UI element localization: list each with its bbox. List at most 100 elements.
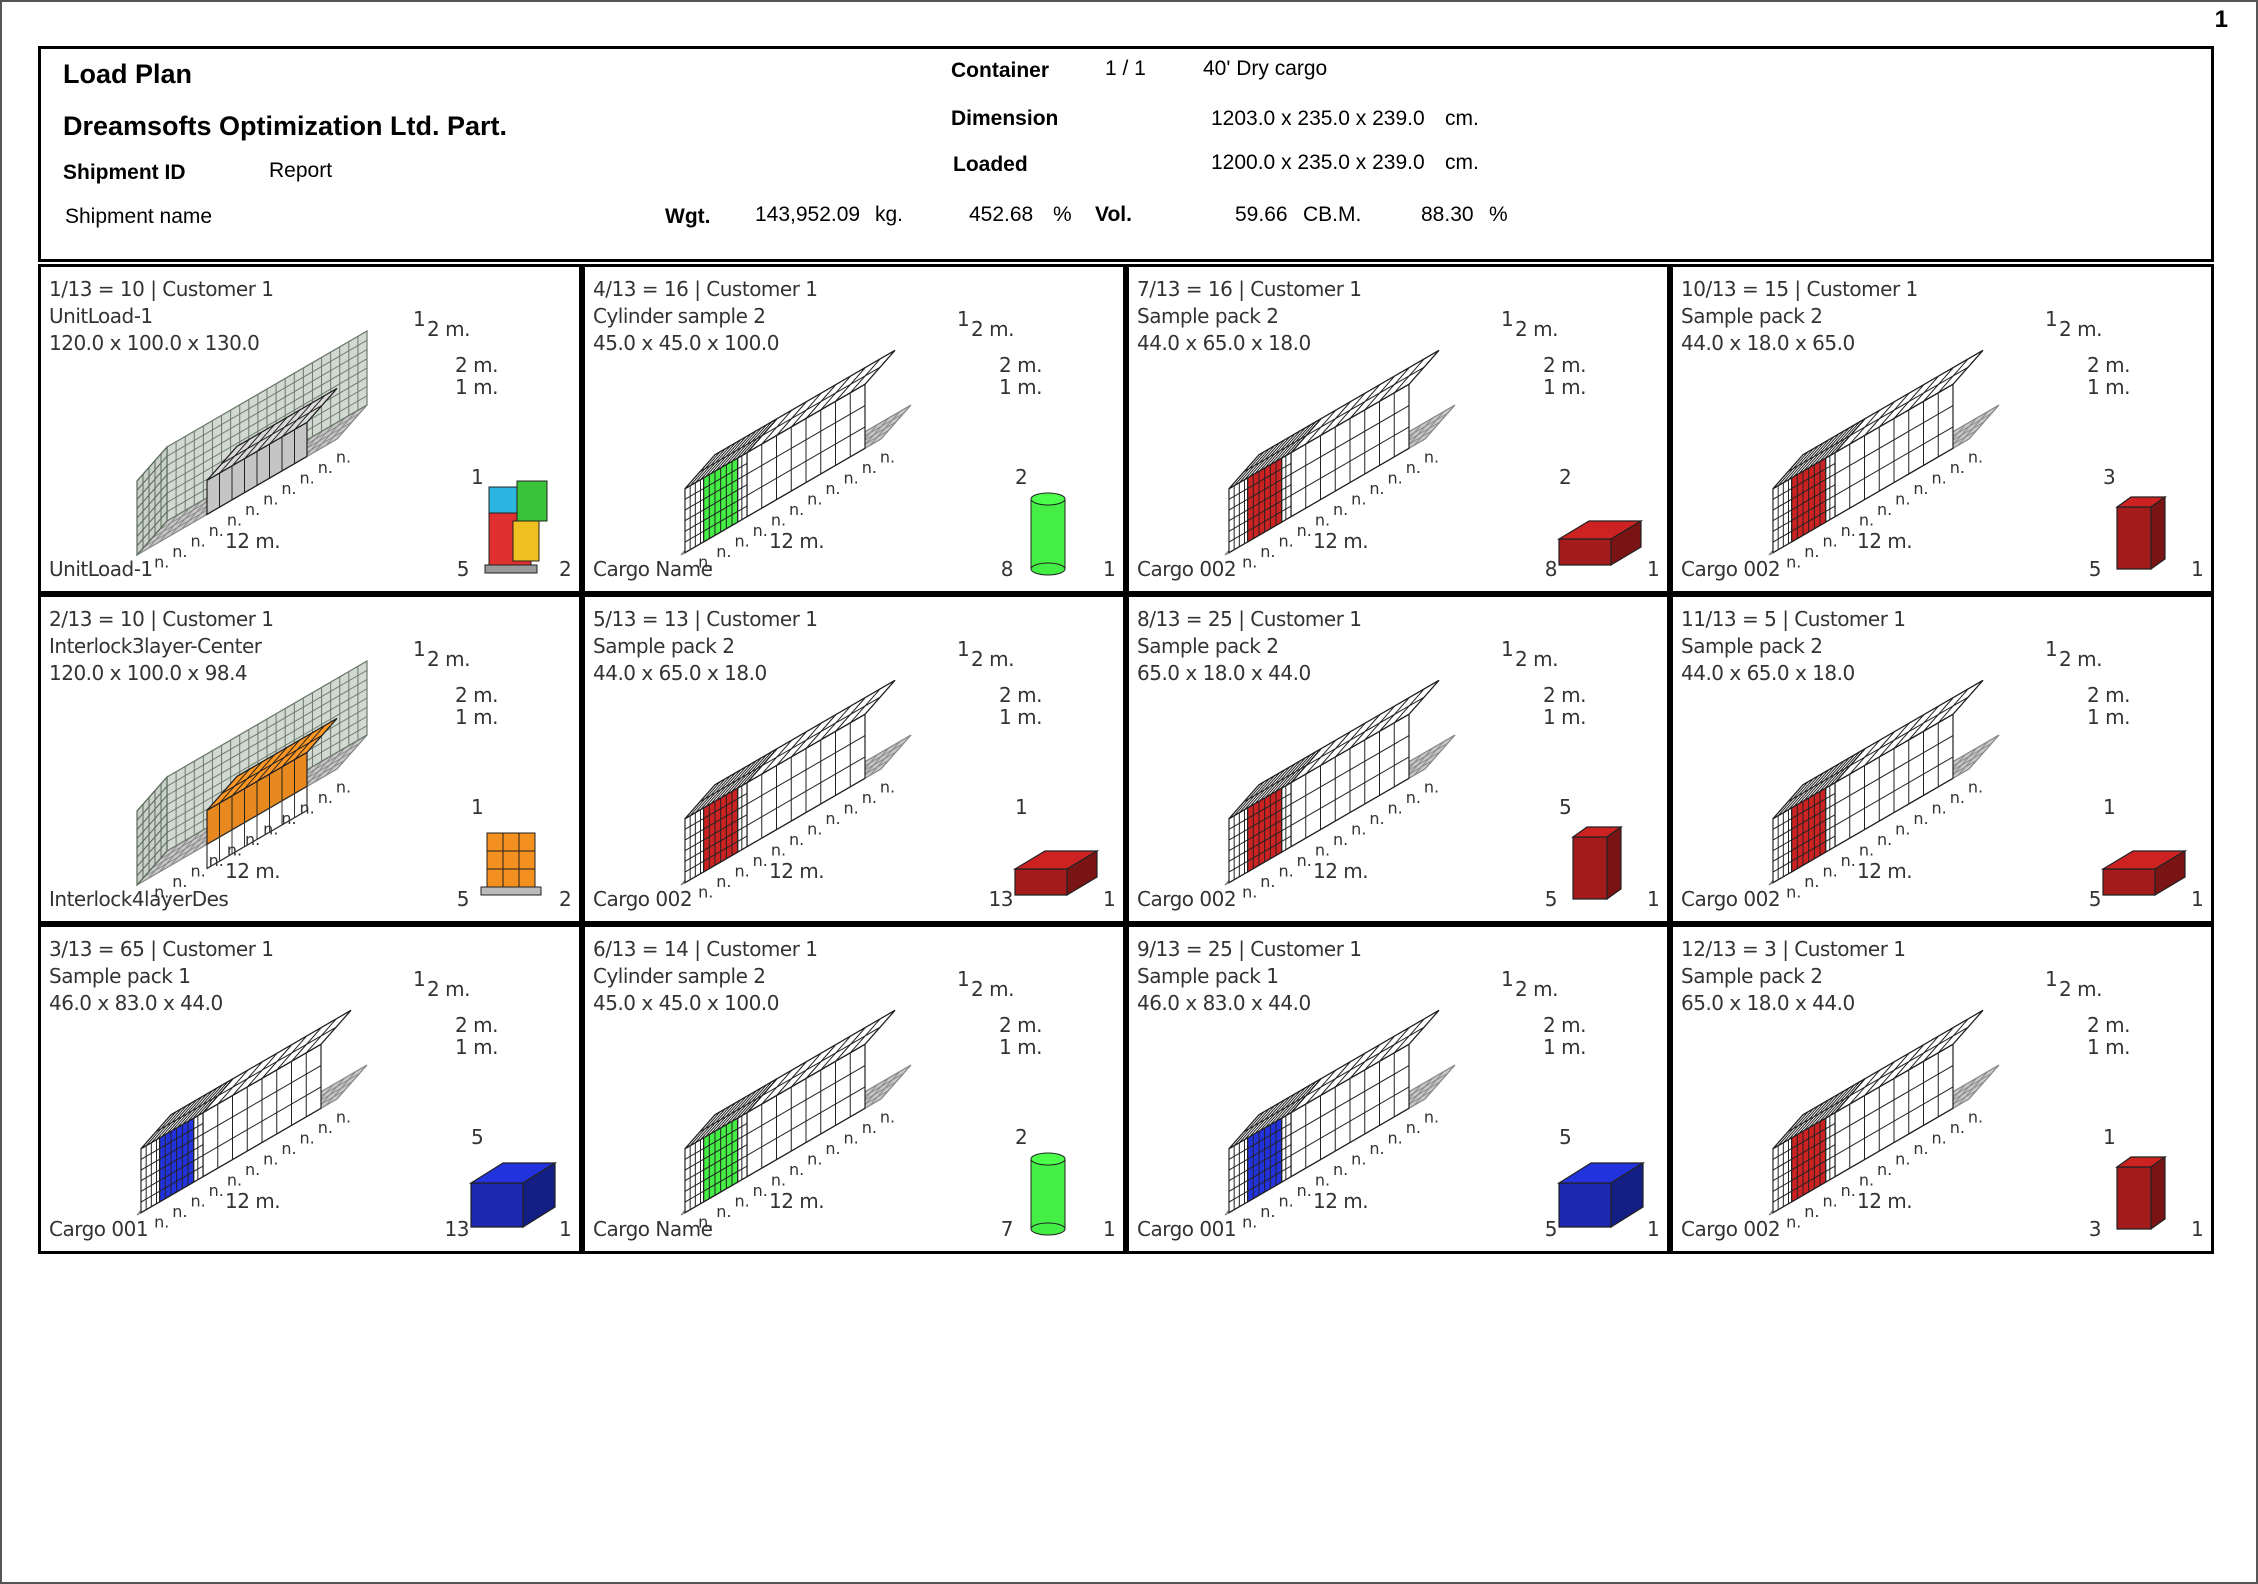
axis-tick-label: n.: [263, 1149, 278, 1168]
shipment-id-label: Shipment ID: [63, 161, 186, 184]
axis-tick-label: n.: [1913, 1139, 1928, 1158]
cargo-icon: [2115, 495, 2167, 571]
axis-label-2m-b: 2 m.: [1543, 683, 1586, 707]
icon-count-right: 2: [559, 557, 572, 581]
cargo-name: Cargo Name: [593, 557, 713, 581]
cargo-name: Cargo 002: [1681, 557, 1781, 581]
item-dimensions: 44.0 x 65.0 x 18.0: [1681, 661, 1855, 685]
cargo-quantity: 3: [2088, 1217, 2102, 1241]
axis-tick-label: n.: [1406, 458, 1421, 477]
icon-count-right: 1: [559, 1217, 572, 1241]
axis-tick-label: n.: [734, 1192, 749, 1211]
box-icon: [2100, 849, 2188, 897]
weight-percent: 452.68: [969, 203, 1034, 226]
cargo-icon: [1556, 1161, 1646, 1229]
axis-tick-label: n.: [862, 1118, 877, 1137]
axis-tick-label: n.: [336, 447, 351, 466]
axis-label-12m: 12 m.: [1313, 859, 1369, 883]
axis-tick-label: n.: [1950, 788, 1965, 807]
axis-tick-label: n.: [716, 1202, 731, 1221]
cargo-name: Cargo 001: [49, 1217, 149, 1241]
cargo-name: UnitLoad-1: [49, 557, 153, 581]
icon-count-right: 1: [1647, 557, 1660, 581]
axis-label-12m: 12 m.: [1857, 529, 1913, 553]
axis-tick-label: n.: [1804, 872, 1819, 891]
axis-tick-label: n.: [1315, 841, 1330, 860]
axis-label-2m-b: 2 m.: [2087, 683, 2130, 707]
axis-tick-label: n.: [154, 553, 169, 572]
step-summary: 3/13 = 65 | Customer 1: [49, 937, 274, 961]
axis-tick-label: n.: [716, 872, 731, 891]
axis-tick-label: n.: [1786, 883, 1801, 902]
container-label: Container: [951, 59, 1050, 82]
axis-tick-label: n.: [1369, 809, 1384, 828]
axis-tick-label: n.: [209, 851, 224, 870]
axis-tick-label: n.: [698, 1213, 713, 1232]
step-summary: 5/13 = 13 | Customer 1: [593, 607, 818, 631]
axis-label-2m: 2 m.: [971, 647, 1014, 671]
load-step-panel: n.n.n.n.n.n.n.n.n.n.n. 2/13 = 10 | Custo…: [38, 594, 582, 924]
icon-count-top: 3: [2103, 465, 2116, 489]
axis-tick-label: n.: [1369, 1139, 1384, 1158]
weight-unit: kg.: [875, 203, 904, 226]
axis-tick-label: n.: [771, 841, 786, 860]
axis-tick-label: n.: [1968, 447, 1983, 466]
axis-label-1m: 1 m.: [2087, 375, 2130, 399]
company-name: Dreamsofts Optimization Ltd. Part.: [63, 111, 508, 141]
icon-count-right: 1: [1647, 887, 1660, 911]
axis-label-top: 1: [413, 307, 426, 331]
axis-tick-label: n.: [1406, 788, 1421, 807]
axis-tick-label: n.: [190, 532, 205, 551]
axis-tick-label: n.: [1424, 447, 1439, 466]
axis-tick-label: n.: [172, 872, 187, 891]
axis-tick-label: n.: [1822, 532, 1837, 551]
item-dimensions: 44.0 x 65.0 x 18.0: [1137, 331, 1311, 355]
icon-count-top: 1: [2103, 1125, 2116, 1149]
axis-tick-label: n.: [1242, 553, 1257, 572]
cargo-quantity: 5: [456, 887, 470, 911]
cargo-icon: [480, 832, 542, 896]
axis-label-2m: 2 m.: [1515, 647, 1558, 671]
axis-tick-label: n.: [1895, 1149, 1910, 1168]
axis-tick-label: n.: [1822, 862, 1837, 881]
load-step-panel: n.n.n.n.n.n.n.n.n.n.n. 1/13 = 10 | Custo…: [38, 264, 582, 594]
volume-percent-unit: %: [1489, 203, 1508, 226]
axis-label-1m: 1 m.: [455, 1035, 498, 1059]
axis-label-top: 1: [957, 307, 970, 331]
icon-count-top: 1: [2103, 795, 2116, 819]
axis-label-1m: 1 m.: [1543, 375, 1586, 399]
axis-label-top: 1: [957, 967, 970, 991]
axis-label-1m: 1 m.: [2087, 1035, 2130, 1059]
item-dimensions: 46.0 x 83.0 x 44.0: [1137, 991, 1311, 1015]
axis-label-top: 1: [2045, 307, 2058, 331]
axis-tick-label: n.: [1388, 468, 1403, 487]
axis-tick-label: n.: [1315, 511, 1330, 530]
step-summary: 11/13 = 5 | Customer 1: [1681, 607, 1906, 631]
axis-tick-label: n.: [844, 798, 859, 817]
axis-label-2m-b: 2 m.: [455, 683, 498, 707]
icon-count-right: 2: [559, 887, 572, 911]
axis-tick-label: n.: [1895, 489, 1910, 508]
container-drawing: n.n.n.n.n.n.n.n.n.n.n.: [1224, 1009, 1456, 1232]
loaded-label: Loaded: [953, 153, 1028, 176]
cargo-quantity: 5: [2088, 557, 2102, 581]
axis-tick-label: n.: [1260, 872, 1275, 891]
container-diagram: n.n.n.n.n.n.n.n.n.n.n.: [1768, 349, 2167, 572]
axis-tick-label: n.: [1877, 830, 1892, 849]
axis-tick-label: n.: [1841, 521, 1856, 540]
cargo-icon: [2115, 1155, 2167, 1231]
axis-tick-label: n.: [825, 1139, 840, 1158]
axis-tick-label: n.: [1278, 532, 1293, 551]
axis-tick-label: n.: [807, 819, 822, 838]
cylinder-bottom: [1030, 562, 1066, 576]
cylinder-top: [1030, 1152, 1066, 1166]
item-dimensions: 120.0 x 100.0 x 130.0: [49, 331, 260, 355]
volume-value: 59.66: [1235, 203, 1288, 226]
step-summary: 8/13 = 25 | Customer 1: [1137, 607, 1362, 631]
icon-count-top: 1: [471, 795, 484, 819]
axis-label-1m: 1 m.: [1543, 1035, 1586, 1059]
cargo-name: Interlock4layerDes: [49, 887, 229, 911]
axis-tick-label: n.: [245, 830, 260, 849]
container-drawing: n.n.n.n.n.n.n.n.n.n.n.: [136, 659, 368, 902]
load-plan-header: Load Plan Dreamsofts Optimization Ltd. P…: [38, 46, 2214, 262]
